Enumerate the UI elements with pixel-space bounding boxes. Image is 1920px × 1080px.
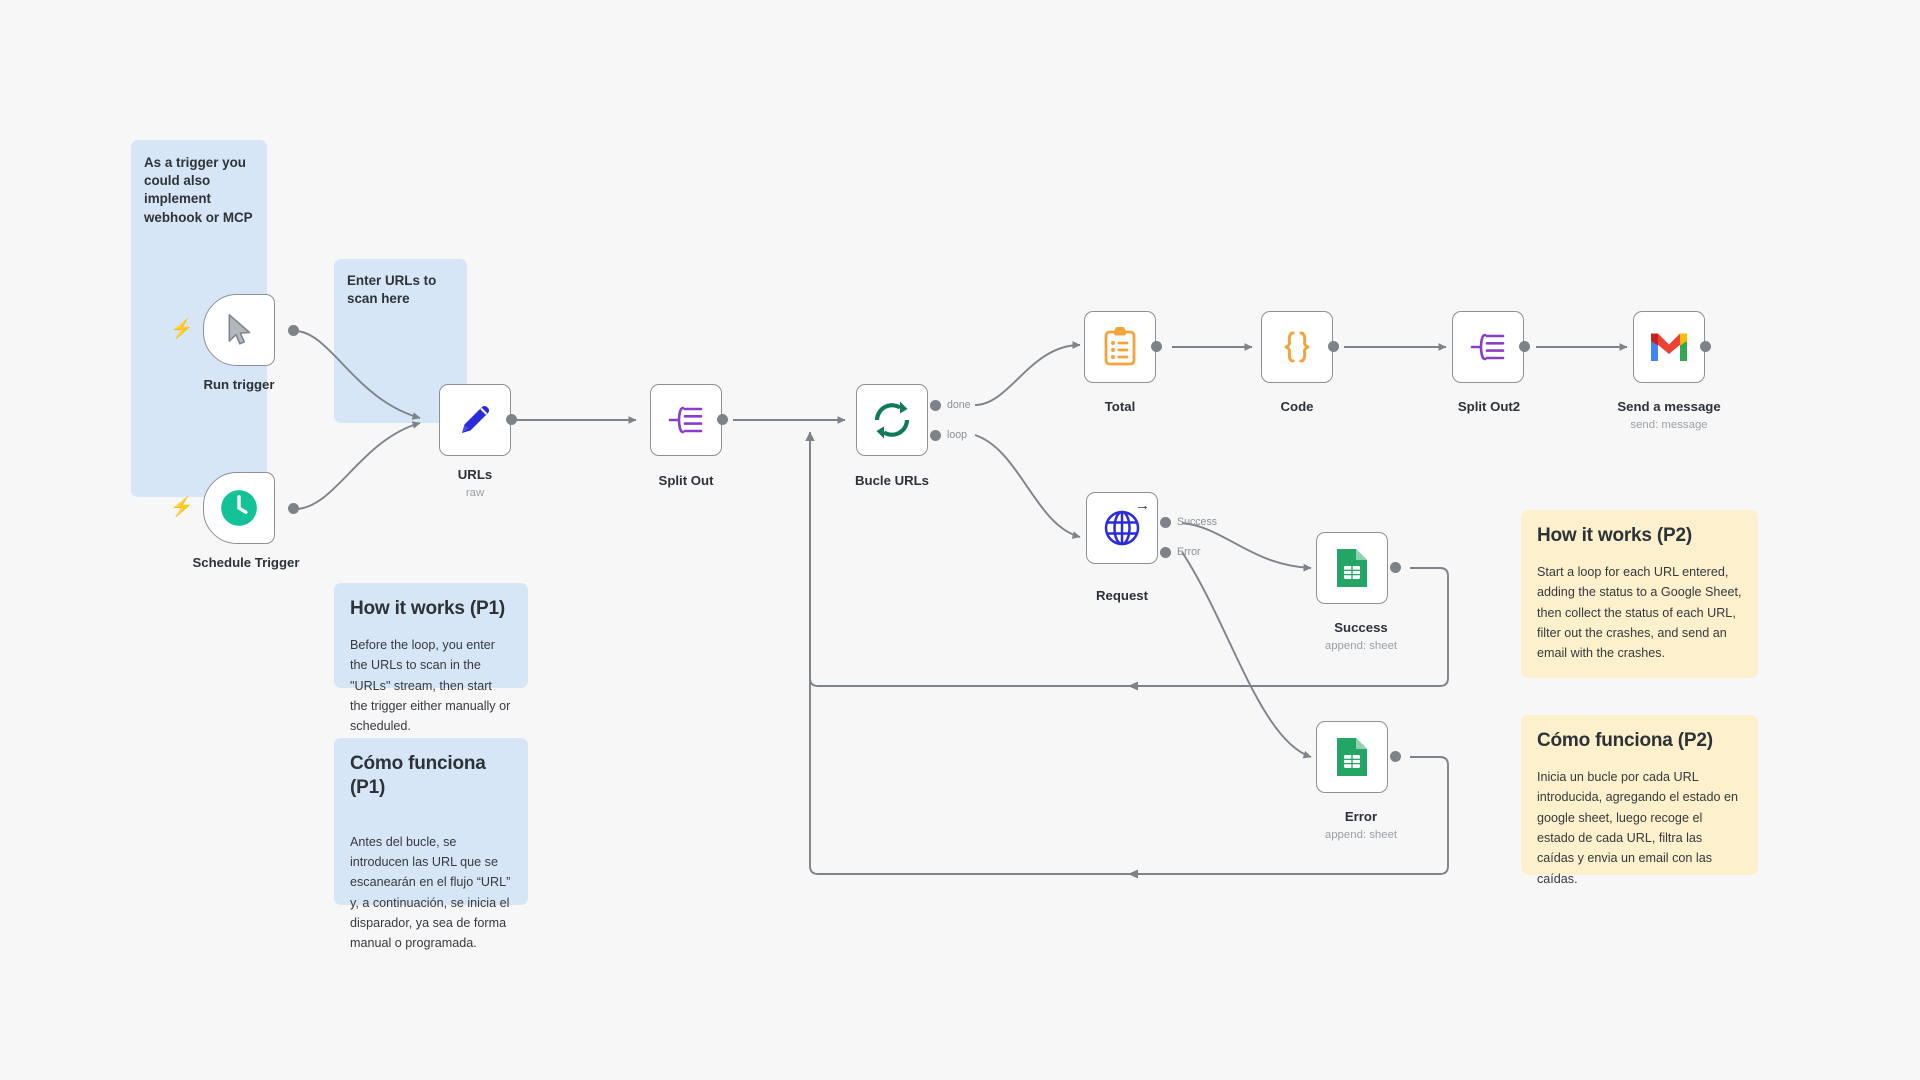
sticky-note-how-it-works-p1[interactable]: How it works (P1) Before the loop, you e…	[334, 583, 528, 733]
node-label-request: Request	[1095, 588, 1149, 603]
globe-http-icon	[1101, 507, 1143, 549]
node-success[interactable]	[1316, 532, 1388, 604]
node-subtitle-success: append: sheet	[1324, 640, 1398, 652]
cursor-pointer-icon	[222, 312, 256, 348]
output-port-done[interactable]	[930, 400, 941, 411]
sticky-note-how-it-works-p2-title: How it works (P2)	[1537, 525, 1692, 546]
output-port-loop[interactable]	[930, 430, 941, 441]
output-port-code[interactable]	[1328, 341, 1339, 352]
sticky-note-como-funciona-p1[interactable]: Cómo funciona (P1) Antes del bucle, se i…	[334, 738, 528, 950]
port-label-error: Error	[1177, 546, 1201, 558]
output-port-total[interactable]	[1151, 341, 1162, 352]
curly-braces-icon	[1277, 327, 1317, 367]
node-label-success: Success	[1334, 620, 1388, 635]
node-label-total: Total	[1104, 399, 1136, 414]
loop-refresh-icon	[870, 398, 914, 442]
trigger-bolt-icon-run: ⚡	[170, 319, 194, 340]
output-port-send-a-message[interactable]	[1700, 341, 1711, 352]
google-sheets-icon	[1335, 736, 1369, 778]
node-label-run-trigger: Run trigger	[203, 377, 275, 392]
sticky-note-how-it-works-p2[interactable]: How it works (P2) Start a loop for each …	[1521, 510, 1758, 678]
node-request[interactable]: →	[1086, 492, 1158, 564]
sticky-note-como-funciona-p2-title: Cómo funciona (P2)	[1537, 730, 1713, 751]
clipboard-list-icon	[1101, 327, 1139, 367]
sticky-note-how-it-works-p1-title: How it works (P1)	[350, 598, 505, 619]
node-label-schedule-trigger: Schedule Trigger	[192, 555, 300, 570]
port-label-loop: loop	[947, 429, 968, 441]
node-run-trigger[interactable]	[203, 294, 275, 366]
node-label-urls: URLs	[457, 467, 493, 482]
output-port-split-out[interactable]	[717, 414, 728, 425]
output-port-run-trigger[interactable]	[288, 325, 299, 336]
sticky-note-how-it-works-p2-body: Start a loop for each URL entered, addin…	[1537, 564, 1742, 661]
node-error[interactable]	[1316, 721, 1388, 793]
output-port-success-sheet[interactable]	[1390, 562, 1401, 573]
split-out-icon	[1468, 329, 1508, 365]
node-total[interactable]	[1084, 311, 1156, 383]
output-port-urls[interactable]	[506, 414, 517, 425]
node-label-error: Error	[1344, 809, 1378, 824]
trigger-bolt-icon-schedule: ⚡	[170, 497, 194, 518]
node-label-split-out: Split Out	[658, 473, 714, 488]
node-schedule-trigger[interactable]	[203, 472, 275, 544]
sticky-note-como-funciona-p1-title: Cómo funciona (P1)	[350, 753, 486, 798]
sticky-note-como-funciona-p2[interactable]: Cómo funciona (P2) Inicia un bucle por c…	[1521, 715, 1758, 886]
output-port-split-out2[interactable]	[1519, 341, 1530, 352]
google-sheets-icon	[1335, 547, 1369, 589]
sticky-note-urls-group-title: Enter URLs to scan here	[347, 273, 437, 307]
output-port-error[interactable]	[1160, 547, 1171, 558]
port-label-success: Success	[1177, 516, 1218, 528]
sticky-note-como-funciona-p2-body: Inicia un bucle por cada URL introducida…	[1537, 769, 1738, 886]
node-code[interactable]	[1261, 311, 1333, 383]
node-label-code: Code	[1280, 399, 1314, 414]
clock-icon	[218, 487, 260, 529]
sticky-note-trigger-group-title: As a trigger you could also implement we…	[144, 155, 253, 225]
pencil-edit-icon	[455, 400, 495, 440]
node-bucle-urls[interactable]	[856, 384, 928, 456]
node-split-out[interactable]	[650, 384, 722, 456]
split-out-icon	[666, 402, 706, 438]
output-port-success[interactable]	[1160, 517, 1171, 528]
node-label-send-a-message: Send a message	[1617, 399, 1721, 414]
sticky-note-how-it-works-p1-body: Before the loop, you enter the URLs to s…	[350, 637, 511, 734]
gmail-icon	[1648, 331, 1690, 363]
port-label-done: done	[947, 399, 971, 411]
node-send-a-message[interactable]	[1633, 311, 1705, 383]
node-split-out2[interactable]	[1452, 311, 1524, 383]
return-arrowhead	[1128, 681, 1138, 879]
sticky-note-como-funciona-p1-body: Antes del bucle, se introducen las URL q…	[350, 834, 511, 951]
node-urls[interactable]	[439, 384, 511, 456]
node-subtitle-error: append: sheet	[1324, 829, 1398, 841]
node-subtitle-send-a-message: send: message	[1630, 419, 1708, 431]
node-subtitle-urls: raw	[465, 487, 485, 499]
node-label-bucle-urls: Bucle URLs	[854, 473, 930, 488]
node-label-split-out2: Split Out2	[1457, 399, 1521, 414]
output-port-error-sheet[interactable]	[1390, 751, 1401, 762]
arrow-right-badge-icon: →	[1135, 497, 1150, 514]
output-port-schedule-trigger[interactable]	[288, 503, 299, 514]
